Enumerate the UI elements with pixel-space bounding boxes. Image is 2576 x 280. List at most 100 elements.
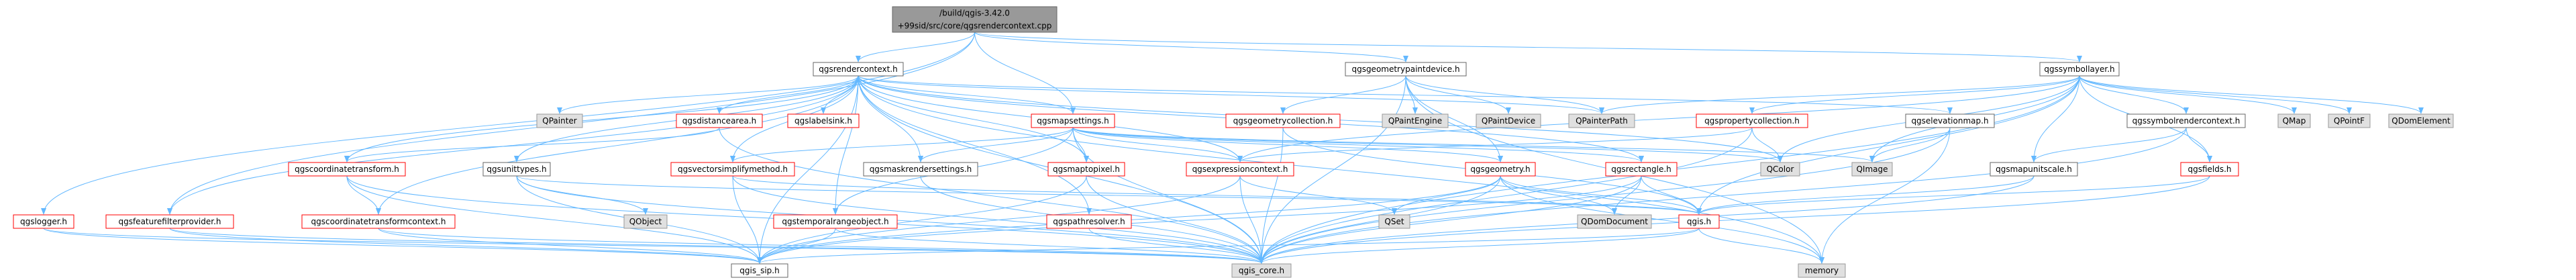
edge-qgselevationmap-to-qimage	[1869, 127, 1951, 162]
node-root-label: +99sid/src/core/qgsrendercontext.cpp	[898, 21, 1052, 31]
edge-qgselevationmap-to-memory	[1819, 127, 1951, 264]
edge-qgsgeometrypaintdevice-to-qgsgeometrycollection	[1280, 75, 1406, 114]
node-qgssymbollayer[interactable]: qgssymbollayer.h	[2039, 62, 2120, 77]
edge-qgsfeaturefilterprovider-to-qgis_core	[169, 228, 1264, 264]
edge-qgsgeometrypaintdevice-to-qgis_core	[1259, 75, 1406, 264]
node-qpainterpath-label: QPainterPath	[1576, 116, 1628, 126]
edge-root-to-qgsgeometrypaintdevice	[974, 32, 1408, 62]
node-qdomdocument[interactable]: QDomDocument	[1577, 214, 1652, 229]
node-qpointf[interactable]: QPointF	[2328, 113, 2371, 128]
node-qgsunittypes[interactable]: qgsunittypes.h	[482, 162, 551, 177]
node-qgsvectorsimplifymethod-label: qgsvectorsimplifymethod.h	[678, 165, 788, 174]
node-qgssymbollayer-box	[2039, 62, 2120, 77]
node-qgsmaskrendersettings-label: qgsmaskrendersettings.h	[870, 165, 972, 174]
node-qgslogger-box	[13, 214, 74, 229]
node-qpaintdevice[interactable]: QPaintDevice	[1476, 113, 1541, 128]
node-qobject[interactable]: QObject	[623, 214, 668, 229]
edge-qgsgeometrypaintdevice-to-qpaintdevice	[1405, 75, 1511, 114]
node-qgsmaskrendersettings-box	[863, 162, 978, 177]
node-qgscoordinatetransformcontext[interactable]: qgscoordinatetransformcontext.h	[301, 214, 456, 229]
edge-qgsunittypes-to-qgis	[516, 175, 1702, 215]
node-qgsgeometrypaintdevice[interactable]: qgsgeometrypaintdevice.h	[1345, 62, 1467, 77]
node-qcolor[interactable]: QColor	[1760, 162, 1800, 177]
node-qset-box	[1378, 214, 1410, 229]
node-memory[interactable]: memory	[1798, 263, 1846, 278]
node-qpointf-box	[2328, 113, 2371, 128]
node-qgspropertycollection-label: qgspropertycollection.h	[1704, 116, 1800, 126]
edge-qgsrendercontext-to-qgscoordinatetransform	[344, 75, 859, 162]
node-qcolor-box	[1760, 162, 1800, 177]
node-qgscoordinatetransform[interactable]: qgscoordinatetransform.h	[288, 162, 406, 177]
edge-qgsfeaturefilterprovider-to-qgis_sip	[169, 228, 762, 264]
node-qgis-label: qgis.h	[1687, 217, 1711, 226]
node-qobject-box	[623, 214, 668, 229]
node-qgsgeometry-box	[1465, 162, 1536, 177]
edge-qgsmaptopixel-to-qgis_core	[1086, 175, 1264, 264]
edge-qgspathresolver-to-qgis_core	[1088, 228, 1264, 264]
node-qgspropertycollection[interactable]: qgspropertycollection.h	[1696, 113, 1808, 128]
node-memory-label: memory	[1805, 266, 1839, 275]
node-qpainter[interactable]: QPainter	[536, 113, 583, 128]
edge-qgsfields-to-qgis_core	[1259, 175, 2210, 264]
node-qmap[interactable]: QMap	[2277, 113, 2311, 128]
node-qdomelement-label: QDomElement	[2391, 116, 2451, 126]
edge-qgsexpressioncontext-to-qset	[1239, 175, 1397, 215]
edge-qgis-to-memory	[1698, 228, 1824, 264]
edge-qgsgeometrycollection-to-qgis_core	[1259, 127, 1284, 264]
node-qgis_sip[interactable]: qgis_sip.h	[731, 263, 788, 278]
node-qgis[interactable]: qgis.h	[1678, 214, 1720, 229]
edge-qgssymbollayer-to-qpointf	[2079, 75, 2352, 114]
node-qgsmaptopixel[interactable]: qgsmaptopixel.h	[1047, 162, 1125, 177]
node-qgsdistancearea[interactable]: qgsdistancearea.h	[676, 113, 763, 128]
node-qgstemporalrangeobject[interactable]: qgstemporalrangeobject.h	[773, 214, 898, 229]
edge-qgssymbollayer-to-qmap	[2079, 75, 2297, 114]
node-qgsfeaturefilterprovider[interactable]: qgsfeaturefilterprovider.h	[105, 214, 234, 229]
edge-qgssymbollayer-to-qgssymbolrendercontext	[2079, 75, 2189, 114]
edge-qgsvectorsimplifymethod-to-qgis	[732, 175, 1702, 215]
edge-qgsrendercontext-to-qpainterpath	[858, 75, 1604, 114]
node-memory-box	[1798, 263, 1846, 278]
node-qgsmapunitscale[interactable]: qgsmapunitscale.h	[1990, 162, 2078, 177]
node-qgslogger[interactable]: qgslogger.h	[13, 214, 74, 229]
node-qgsexpressioncontext[interactable]: qgsexpressioncontext.h	[1186, 162, 1294, 177]
node-qgsvectorsimplifymethod[interactable]: qgsvectorsimplifymethod.h	[670, 162, 795, 177]
node-qgssymbolrendercontext-label: qgssymbolrendercontext.h	[2132, 116, 2240, 126]
edge-root-to-qgslogger	[41, 32, 975, 215]
node-qgsmaskrendersettings[interactable]: qgsmaskrendersettings.h	[863, 162, 978, 177]
node-qset[interactable]: QSet	[1378, 214, 1410, 229]
edge-qgsrectangle-to-qgis_core	[1259, 175, 1642, 264]
node-qgsrectangle[interactable]: qgsrectangle.h	[1605, 162, 1678, 177]
edge-qgssymbolrendercontext-to-qgsmapunitscale	[2031, 127, 2187, 162]
node-qgscoordinatetransform-box	[288, 162, 406, 177]
node-qgsgeometry[interactable]: qgsgeometry.h	[1465, 162, 1536, 177]
node-qgis_sip-label: qgis_sip.h	[739, 266, 779, 275]
node-qgstemporalrangeobject-box	[773, 214, 898, 229]
dependency-nodes: /build/qgis-3.42.0+99sid/src/core/qgsren…	[13, 6, 2454, 278]
node-qgspathresolver[interactable]: qgspathresolver.h	[1046, 214, 1132, 229]
edge-qgsvectorsimplifymethod-to-qgis_sip	[732, 175, 762, 264]
edge-qgsgeometry-to-qgis	[1500, 175, 1702, 215]
node-qgsfeaturefilterprovider-label: qgsfeaturefilterprovider.h	[118, 217, 221, 226]
node-qgslabelsink-box	[787, 113, 860, 128]
node-qgssymbolrendercontext[interactable]: qgssymbolrendercontext.h	[2126, 113, 2246, 128]
node-qpaintengine[interactable]: QPaintEngine	[1382, 113, 1449, 128]
node-qgsgeometry-label: qgsgeometry.h	[1470, 165, 1530, 174]
node-qgslabelsink[interactable]: qgslabelsink.h	[787, 113, 860, 128]
node-qpainterpath[interactable]: QPainterPath	[1568, 113, 1635, 128]
node-qgsmapsettings[interactable]: qgsmapsettings.h	[1031, 113, 1115, 128]
node-qgsmaptopixel-label: qgsmaptopixel.h	[1053, 165, 1120, 174]
node-qgsunittypes-box	[482, 162, 551, 177]
node-qgselevationmap[interactable]: qgselevationmap.h	[1905, 113, 1995, 128]
node-qmap-box	[2277, 113, 2311, 128]
node-qgsfields[interactable]: qgsfields.h	[2180, 162, 2239, 177]
node-qdomelement[interactable]: QDomElement	[2388, 113, 2454, 128]
edge-qgsrendercontext-to-qgsfeaturefilterprovider	[167, 75, 859, 215]
edge-qgssymbollayer-to-qgis	[1696, 75, 2080, 215]
node-qgsrendercontext[interactable]: qgsrendercontext.h	[813, 62, 904, 77]
node-qgis_core[interactable]: qgis_core.h	[1231, 263, 1292, 278]
edge-qgis-to-qgis_sip	[757, 228, 1700, 264]
node-qgscoordinatetransformcontext-box	[301, 214, 456, 229]
node-qimage[interactable]: QImage	[1851, 162, 1893, 177]
node-qgsgeometrycollection[interactable]: qgsgeometrycollection.h	[1225, 113, 1341, 128]
edge-qgsgeometry-to-qdomdocument	[1500, 175, 1617, 215]
